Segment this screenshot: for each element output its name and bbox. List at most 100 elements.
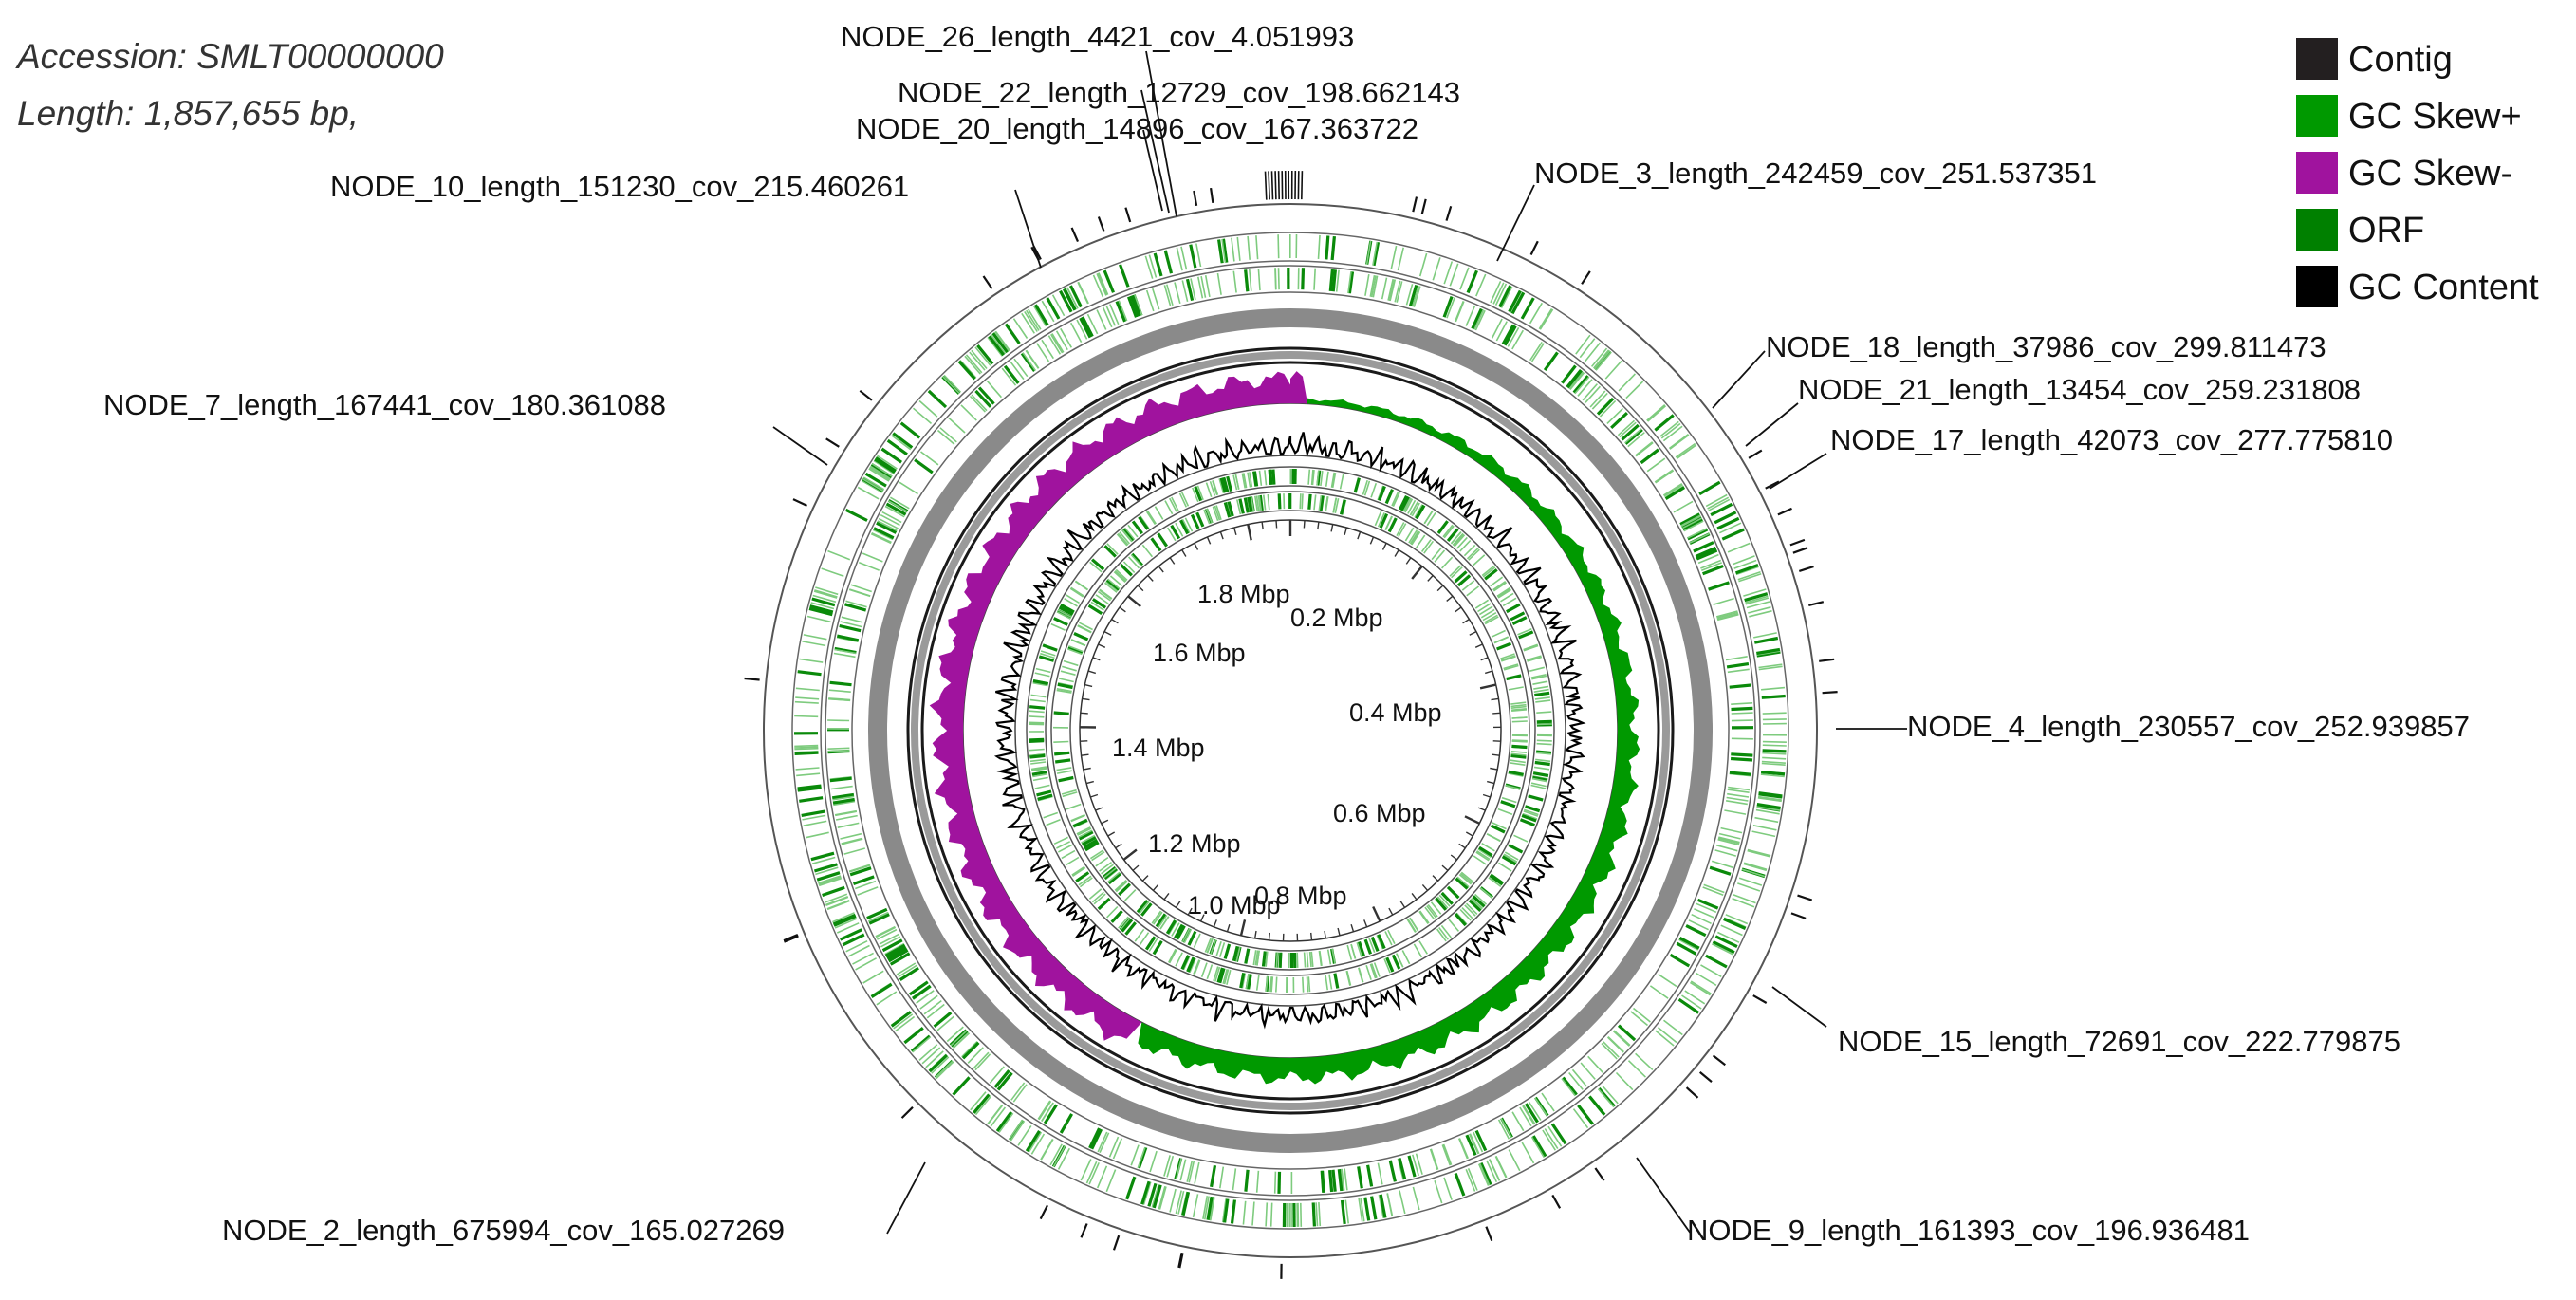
orf-mark xyxy=(1058,678,1074,683)
orf-track-3-outer-border xyxy=(1026,466,1555,995)
orf-mark xyxy=(1689,981,1711,996)
orf-mark xyxy=(1725,800,1748,806)
orf-mark xyxy=(1073,632,1089,641)
orf-mark xyxy=(859,562,880,571)
orf-mark xyxy=(1097,897,1111,911)
gc-skew-track xyxy=(929,371,1640,1085)
orf-mark xyxy=(1534,691,1550,697)
orf-mark xyxy=(1383,958,1391,974)
orf-mark xyxy=(1096,309,1107,330)
orf-mark xyxy=(1333,973,1340,989)
orf-mark xyxy=(849,866,872,877)
orf-mark xyxy=(826,900,850,911)
contig-boundary-tick xyxy=(1412,196,1418,213)
orf-mark xyxy=(1177,1191,1185,1215)
orf-mark xyxy=(1130,1144,1140,1166)
orf-mark xyxy=(1478,845,1493,857)
orf-track-4-outer-border xyxy=(1050,491,1530,971)
orf-mark xyxy=(1115,568,1128,581)
orf-mark xyxy=(1178,492,1188,508)
orf-mark xyxy=(1363,938,1373,955)
orf-mark xyxy=(1083,838,1099,849)
orf-mark xyxy=(1473,855,1487,865)
contig-label-node-3: NODE_3_length_242459_cov_251.537351 xyxy=(1534,157,2097,190)
orf-mark xyxy=(989,1066,1005,1084)
orf-mark xyxy=(1202,1196,1209,1219)
orf-mark xyxy=(1524,1103,1539,1124)
orf-mark xyxy=(1241,973,1247,989)
orf-mark xyxy=(1204,1196,1210,1220)
orf-mark xyxy=(834,648,857,655)
orf-mark xyxy=(1274,268,1277,290)
orf-mark xyxy=(946,1026,964,1043)
orf-mark xyxy=(1442,524,1454,538)
orf-mark xyxy=(1589,390,1606,408)
orf-mark xyxy=(795,767,820,771)
orf-mark xyxy=(1756,650,1781,656)
orf-mark xyxy=(1215,505,1222,520)
orf-mark xyxy=(1662,483,1683,496)
orf-mark xyxy=(1490,824,1506,834)
orf-mark xyxy=(1625,381,1644,399)
orf-mark xyxy=(1734,563,1759,575)
orf-mark xyxy=(1065,856,1080,866)
orf-mark xyxy=(1167,948,1177,963)
orf-mark xyxy=(1588,1095,1606,1116)
orf-mark xyxy=(1175,1190,1182,1215)
orf-mark xyxy=(1118,882,1132,896)
orf-mark xyxy=(976,344,994,365)
orf-mark xyxy=(1577,1104,1594,1125)
orf-mark xyxy=(1676,941,1697,956)
orf-mark xyxy=(1730,756,1753,762)
orf-mark xyxy=(1434,549,1446,563)
orf-mark xyxy=(1149,1150,1158,1173)
contig-boundary-tick xyxy=(1529,240,1539,255)
orf-mark xyxy=(1522,1105,1535,1125)
orf-mark xyxy=(1029,715,1045,718)
orf-mark xyxy=(1209,481,1216,496)
contig-boundary-tick xyxy=(900,1106,914,1119)
orf-mark xyxy=(880,513,900,527)
orf-mark xyxy=(1061,849,1076,860)
orf-mark xyxy=(1134,294,1143,316)
legend-label-gc-skew-minus: GC Skew- xyxy=(2348,154,2512,194)
orf-mark xyxy=(1366,1164,1374,1187)
orf-mark xyxy=(1603,1041,1620,1058)
orf-mark xyxy=(1727,789,1750,793)
orf-mark xyxy=(1413,286,1421,307)
backbone-ring-inner xyxy=(920,361,1660,1101)
orf-mark xyxy=(1397,247,1404,271)
orf-mark xyxy=(1508,772,1524,777)
orf-mark xyxy=(1379,1194,1387,1218)
orf-mark xyxy=(1510,611,1526,622)
callout-leader-node-22 xyxy=(1140,89,1170,214)
orf-mark xyxy=(1326,949,1332,965)
orf-mark xyxy=(1180,492,1190,507)
orf-mark xyxy=(971,394,988,412)
orf-mark xyxy=(1184,517,1194,532)
orf-mark xyxy=(1454,534,1466,548)
orf-mark xyxy=(1663,484,1683,497)
orf-mark xyxy=(803,820,827,826)
orf-mark xyxy=(1712,940,1735,955)
orf-mark xyxy=(1108,1136,1120,1158)
orf-mark xyxy=(1446,885,1460,900)
orf-mark xyxy=(845,600,867,608)
orf-mark xyxy=(1106,905,1119,919)
orf-mark xyxy=(1654,469,1674,483)
orf-mark xyxy=(1144,936,1157,951)
orf-mark xyxy=(1054,751,1070,756)
orf-mark xyxy=(1721,528,1745,541)
orf-mark xyxy=(1074,580,1088,591)
orf-mark xyxy=(1747,849,1771,858)
orf-mark xyxy=(1099,589,1112,600)
orf-mark xyxy=(1478,1162,1491,1186)
orf-mark xyxy=(1365,965,1372,980)
orf-mark xyxy=(1078,830,1094,841)
orf-mark xyxy=(1062,288,1077,311)
orf-mark xyxy=(998,1112,1014,1133)
orf-mark xyxy=(1596,397,1615,416)
orf-mark xyxy=(815,866,839,876)
orf-mark xyxy=(1756,650,1781,658)
orf-mark xyxy=(1043,811,1059,819)
